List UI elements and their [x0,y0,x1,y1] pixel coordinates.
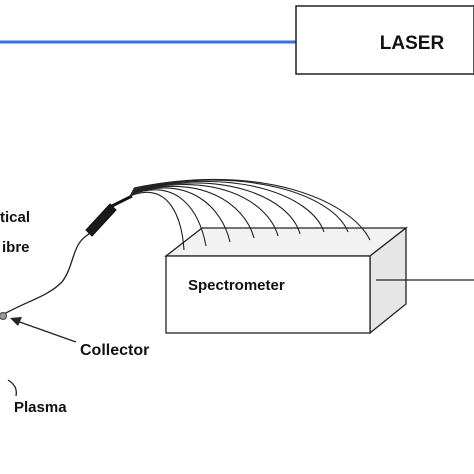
optical-fibre-cable [3,223,101,315]
collector-arrow-line [13,319,77,343]
fibre-bundle-strands [129,178,371,251]
collector-arrow-head [10,317,22,326]
spectrometer-label: Spectrometer [188,277,285,294]
laser-box [295,5,474,75]
optical-label-line2: ibre [2,239,30,256]
collector-label: Collector [80,342,149,359]
fibre-connector [85,203,117,237]
plasma-marker [7,379,17,397]
fibre-connector-neck [111,194,133,208]
spectrometer-front-face [165,255,371,334]
plasma-label: Plasma [14,399,67,416]
spectrometer-top-face [164,227,408,257]
optical-label-line1: tical [0,209,30,226]
laser-label: LASER [380,33,445,54]
collector-tip [0,312,7,320]
